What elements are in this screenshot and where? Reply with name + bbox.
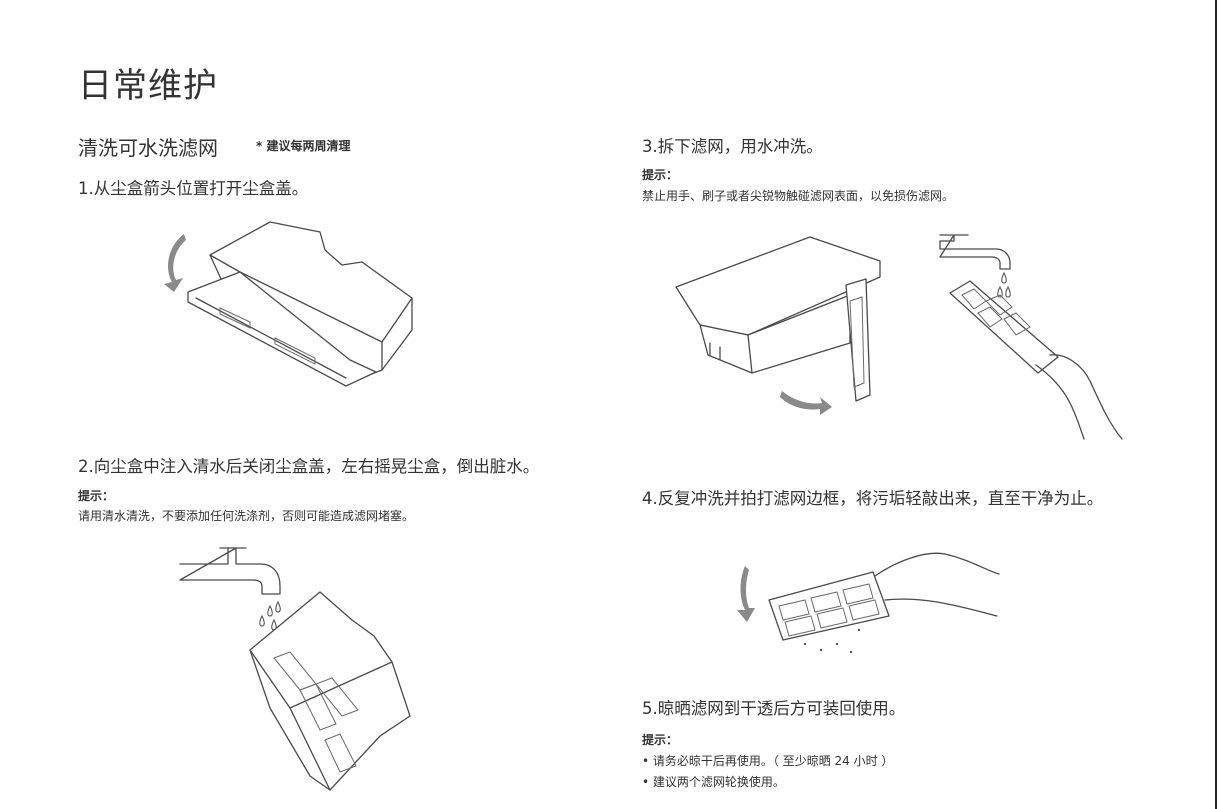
step-4-text: 4.反复冲洗并拍打滤网边框，将污垢轻敲出来，直至干净为止。 bbox=[642, 489, 1104, 508]
step-5-bullet: 建议两个滤网轮换使用。 bbox=[642, 773, 785, 790]
step-5-tip-label: 提示： bbox=[642, 733, 679, 747]
page-title: 日常维护 bbox=[78, 66, 218, 106]
page-edge-rule bbox=[1215, 0, 1217, 809]
step-5-text: 5.晾晒滤网到干透后方可装回使用。 bbox=[642, 699, 906, 718]
step-3-text: 3.拆下滤网，用水冲洗。 bbox=[642, 137, 823, 156]
step-3-tip: 禁止用手、刷子或者尖锐物触碰滤网表面，以免损伤滤网。 bbox=[642, 189, 955, 203]
step-2-text: 2.向尘盒中注入清水后关闭尘盒盖，左右摇晃尘盒，倒出脏水。 bbox=[78, 457, 540, 476]
step-3-tip-label: 提示： bbox=[642, 168, 679, 182]
step-2-tip: 请用清水清洗，不要添加任何洗涤剂，否则可能造成滤网堵塞。 bbox=[78, 509, 415, 523]
section-note: * 建议每两周清理 bbox=[256, 139, 351, 153]
step-1-text: 1.从尘盒箭头位置打开尘盒盖。 bbox=[78, 179, 309, 198]
step-5-bullet: 请务必晾干后再使用。（ 至少晾晒 24 小时 ） bbox=[642, 752, 894, 769]
remove-filter-rinse-icon bbox=[675, 234, 1123, 440]
step-2-tip-label: 提示： bbox=[78, 489, 115, 503]
tap-filter-icon bbox=[737, 552, 1000, 654]
section-title: 清洗可水洗滤网 bbox=[78, 136, 218, 160]
faucet-fill-dustbin-icon bbox=[179, 547, 411, 791]
dustbin-open-lid-icon bbox=[164, 221, 413, 387]
